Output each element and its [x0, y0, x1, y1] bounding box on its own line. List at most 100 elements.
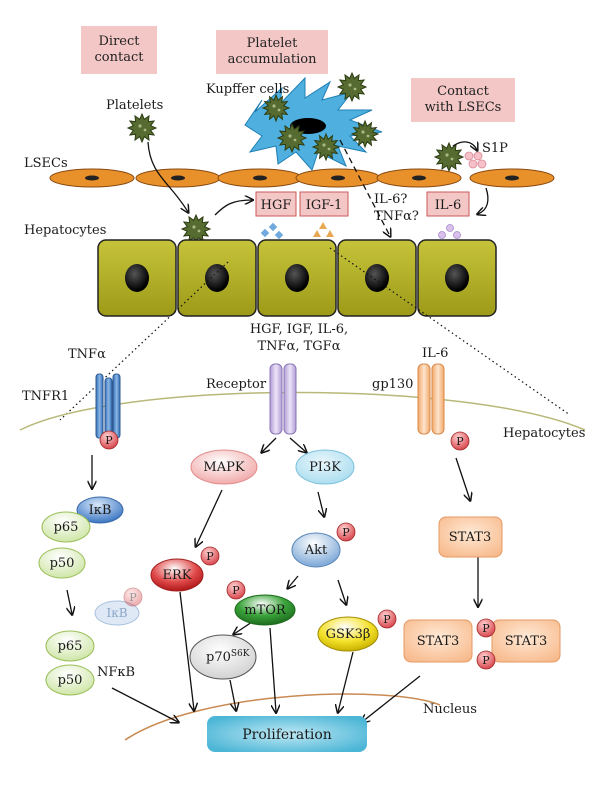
- svg-text:P: P: [206, 550, 214, 563]
- platelet-icon: [311, 132, 341, 162]
- svg-text:P: P: [482, 622, 490, 635]
- phosphate-p-icon: P: [336, 522, 356, 542]
- platelet-icon: [336, 71, 368, 103]
- label-p65-b: p65: [58, 639, 83, 654]
- svg-text:P: P: [342, 526, 350, 539]
- phosphate-p-icon: P: [123, 587, 143, 607]
- label-mtor: mTOR: [244, 603, 287, 618]
- label-ligands-1: HGF, IGF, IL-6,: [250, 322, 348, 337]
- label-pi3k: PI3K: [309, 460, 341, 475]
- p50-node-b: [45, 664, 95, 696]
- label-p70-main: p70: [206, 650, 231, 665]
- p70s6k-node: [189, 634, 257, 680]
- label-gsk: GSK3β: [326, 627, 371, 642]
- il6-circles-icon: [438, 224, 461, 239]
- stat3-node-c: [491, 619, 561, 663]
- svg-text:P: P: [232, 584, 240, 597]
- phosphate-p-icon: P: [200, 546, 220, 566]
- phosphate-p-icon: P: [476, 650, 496, 670]
- label-nucleus: Nucleus: [423, 702, 477, 717]
- p50-node-a: [38, 547, 86, 579]
- platelet-icon: [180, 213, 212, 245]
- tnfr1-receptor: [95, 373, 121, 439]
- svg-text:P: P: [383, 613, 391, 626]
- platelet-icon: [350, 119, 380, 149]
- cell-membrane: [19, 391, 586, 431]
- lsec-cell: [49, 168, 135, 188]
- growth-factor-symbols: [260, 151, 487, 240]
- nuclear-envelope: [124, 693, 441, 741]
- s1p-circles-icon: [464, 151, 487, 169]
- phosphate-p-icon: P: [450, 431, 470, 451]
- label-mapk: MAPK: [203, 460, 244, 475]
- label-p70-sup: S6K: [231, 649, 250, 659]
- svg-text:P: P: [129, 591, 137, 604]
- proliferation-node: [207, 716, 367, 752]
- phosphate-p-icon: P: [377, 609, 397, 629]
- lsec-layer: [49, 168, 555, 188]
- label-nfkb: NFκB: [97, 665, 135, 680]
- label-ikb: IκB: [89, 503, 112, 518]
- label-hepatocytes-right: Hepatocytes: [503, 426, 585, 441]
- label-il6: IL-6: [422, 346, 448, 361]
- contact-lsecs-box: Contact with LSECs: [411, 78, 515, 122]
- label-kupffer: Kupffer cells: [206, 82, 289, 97]
- platelet-icon: [433, 141, 465, 173]
- label-platelets: Platelets: [106, 98, 163, 113]
- p65-node-b: [45, 630, 95, 662]
- label-tnfa-q: TNFα?: [374, 209, 419, 224]
- label-receptor: Receptor: [206, 377, 267, 392]
- label-il6-q: IL-6?: [374, 192, 407, 207]
- platelet-icon: [276, 122, 308, 154]
- mtor-node: [234, 594, 296, 626]
- label-ikb-faded: IκB: [106, 606, 127, 620]
- svg-text:P: P: [105, 434, 113, 447]
- top-arrows: [147, 139, 489, 236]
- p65-node-a: [41, 511, 91, 543]
- growth-factor-receptor: [269, 363, 297, 435]
- ikb-faded-node: [94, 600, 140, 626]
- ikb-node: [76, 496, 124, 524]
- hepatocyte-cell: [337, 239, 417, 317]
- phosphate-p-icon: P: [226, 580, 246, 600]
- label-stat3-a: STAT3: [449, 530, 492, 545]
- svg-text:P: P: [456, 435, 464, 448]
- label-p65-a: p65: [54, 520, 79, 535]
- label-s1p: S1P: [482, 141, 508, 156]
- akt-node: [291, 532, 341, 568]
- stat3-node-a: [438, 516, 503, 558]
- lsec-cell: [295, 168, 381, 188]
- lsec-cell: [217, 168, 303, 188]
- gp130-receptor: [417, 363, 445, 435]
- pi3k-node: [295, 449, 355, 485]
- lsec-cell: [376, 168, 462, 188]
- label-akt: Akt: [304, 543, 328, 558]
- platelet-icon: [261, 93, 291, 123]
- label-erk: ERK: [163, 568, 192, 583]
- platelet-accumulation-box: Platelet accumulation: [216, 30, 328, 74]
- hgf-diamonds-icon: [260, 222, 284, 240]
- lsec-cell: [135, 168, 221, 188]
- label-stat3-c: STAT3: [505, 634, 548, 649]
- hepatocyte-cell: [417, 239, 497, 317]
- gsk3b-node: [317, 616, 379, 652]
- erk-node: [150, 558, 204, 592]
- hepatocyte-row: [97, 239, 497, 317]
- label-stat3-b: STAT3: [417, 634, 460, 649]
- phosphate-p-icon: P: [99, 430, 119, 450]
- label-gp130: gp130: [372, 377, 413, 392]
- hepatocyte-cell: [97, 239, 177, 317]
- label-tnfr1: TNFR1: [22, 389, 69, 404]
- label-p50-a: p50: [50, 556, 75, 571]
- svg-text:P: P: [482, 654, 490, 667]
- direct-contact-box: Direct contact: [81, 26, 157, 74]
- label-proliferation: Proliferation: [242, 727, 332, 743]
- hepatocyte-cell: [177, 239, 257, 317]
- label-igf1: IGF-1: [306, 198, 343, 213]
- label-tnfa: TNFα: [68, 347, 106, 362]
- label-hgf: HGF: [261, 198, 292, 213]
- label-hepatocytes-top: Hepatocytes: [24, 223, 106, 238]
- hepatocyte-cell: [257, 239, 337, 317]
- label-il6-box: IL-6: [435, 198, 461, 213]
